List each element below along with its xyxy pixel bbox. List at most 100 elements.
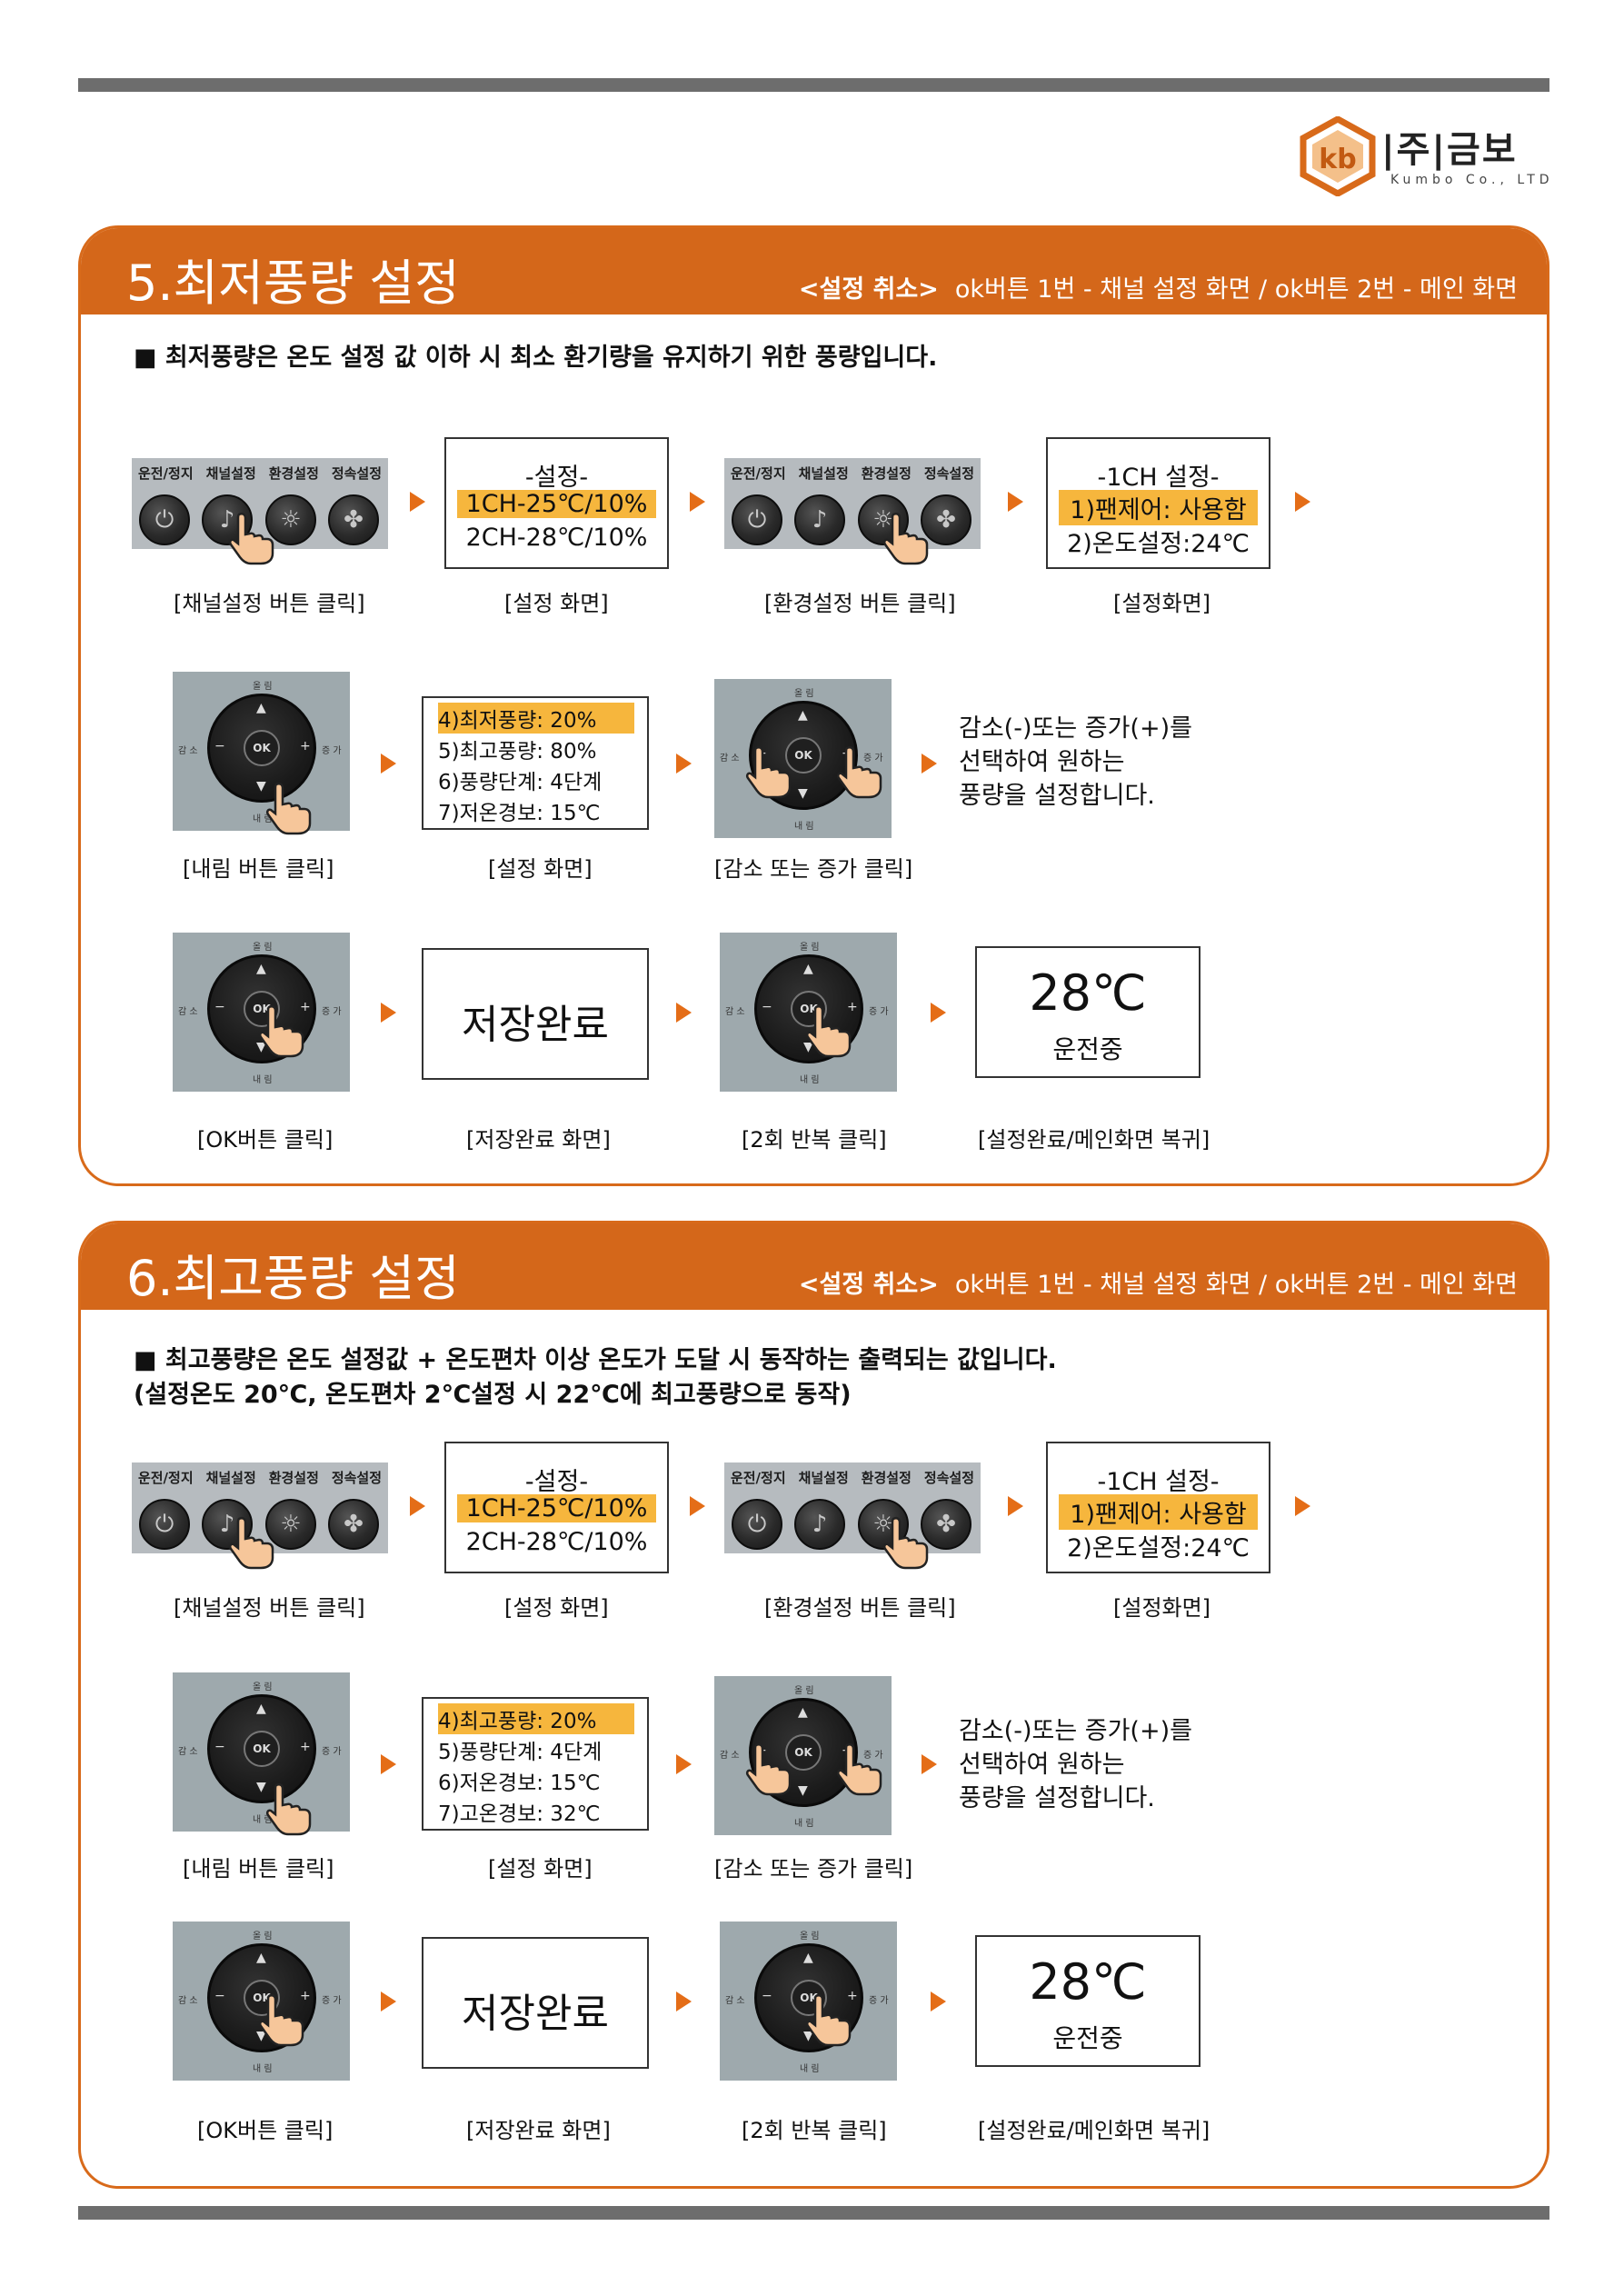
- down-button[interactable]: ▼: [256, 1780, 266, 1794]
- caption: [2회 반복 클릭]: [742, 2118, 887, 2143]
- plus-button[interactable]: +: [300, 1000, 311, 1014]
- note-line-3: 풍량을 설정합니다.: [959, 782, 1155, 810]
- caption: [내림 버튼 클릭]: [183, 1856, 334, 1882]
- down-button[interactable]: ▼: [798, 786, 808, 801]
- down-button[interactable]: ▼: [803, 2029, 813, 2043]
- pointing-hand-icon: [836, 745, 882, 799]
- channel-setting-button[interactable]: ♪: [794, 1499, 845, 1550]
- flow-arrow: [922, 1754, 937, 1774]
- up-button[interactable]: ▲: [798, 708, 808, 723]
- caption: [채널설정 버튼 클릭]: [174, 591, 365, 616]
- pad-label-left: 감 소: [178, 1007, 198, 1017]
- ok-button[interactable]: OK: [785, 1734, 822, 1771]
- pad-label-up: 올 림: [253, 682, 273, 692]
- down-button[interactable]: ▼: [803, 1040, 813, 1054]
- ok-button[interactable]: OK: [785, 737, 822, 774]
- direction-pad: OK ▲ ▼ − + 올 림 내 림 감 소 증 가: [173, 1922, 350, 2081]
- channel-icon: ♪: [219, 506, 235, 534]
- ok-button[interactable]: OK: [244, 1731, 280, 1767]
- caption: [감소 또는 증가 클릭]: [714, 856, 913, 882]
- section-title: 5.최저풍량 설정: [126, 255, 460, 312]
- screen-line-temp: 2)온도설정:24℃: [1067, 530, 1250, 558]
- pad-label-left: 감 소: [725, 1996, 745, 2006]
- kb-logo-icon: kb: [1300, 116, 1376, 196]
- power-button[interactable]: ⏻: [732, 1499, 782, 1550]
- power-button[interactable]: ⏻: [139, 494, 190, 545]
- plus-button[interactable]: +: [847, 1989, 858, 2003]
- save-complete-screen: 저장완료: [422, 948, 649, 1080]
- down-button[interactable]: ▼: [256, 1040, 266, 1054]
- plus-button[interactable]: +: [300, 1740, 311, 1754]
- down-button[interactable]: ▼: [256, 779, 266, 794]
- pointing-hand-icon: [258, 1993, 304, 2047]
- power-button[interactable]: ⏻: [139, 1499, 190, 1550]
- airflow-list-screen: 4)최고풍량: 20% 5)풍량단계: 4단계 6)저온경보: 15℃ 7)고온…: [422, 1697, 649, 1831]
- pad-label-up: 올 림: [794, 1686, 814, 1696]
- minus-button[interactable]: −: [214, 739, 225, 754]
- flow-arrow: [381, 1003, 396, 1023]
- environment-setting-button[interactable]: ☼: [265, 1499, 316, 1550]
- pad-label-up: 올 림: [794, 689, 814, 699]
- power-button[interactable]: ⏻: [732, 494, 782, 545]
- pad-label-up: 올 림: [800, 943, 820, 953]
- flow-arrow: [1295, 492, 1310, 512]
- panel-label-power: 운전/정지: [137, 465, 194, 482]
- up-button[interactable]: ▲: [256, 701, 266, 715]
- up-button[interactable]: ▲: [798, 1705, 808, 1720]
- channel-setting-button[interactable]: ♪: [794, 494, 845, 545]
- list-line-4: 7)고온경보: 32℃: [438, 1802, 601, 1826]
- main-status: 운전중: [1052, 1034, 1123, 1064]
- minus-button[interactable]: −: [762, 1000, 772, 1014]
- list-line-3: 6)풍량단계: 4단계: [438, 771, 603, 794]
- bottom-divider-bar: [78, 2206, 1549, 2220]
- cancel-label: <설정 취소>: [798, 275, 939, 304]
- section-max-airflow: 6.최고풍량 설정 <설정 취소>ok버튼 1번 - 채널 설정 화면 / ok…: [78, 1221, 1549, 2189]
- plus-button[interactable]: +: [847, 1000, 858, 1014]
- pad-label-left: 감 소: [725, 1007, 745, 1017]
- pad-label-up: 올 림: [253, 943, 273, 953]
- plus-button[interactable]: +: [300, 739, 311, 754]
- ok-button[interactable]: OK: [244, 730, 280, 766]
- svg-text:kb: kb: [1319, 144, 1356, 175]
- minus-button[interactable]: −: [214, 1740, 225, 1754]
- up-button[interactable]: ▲: [256, 1702, 266, 1716]
- down-button[interactable]: ▼: [798, 1783, 808, 1798]
- panel-label-env: 환경설정: [268, 465, 319, 482]
- up-button[interactable]: ▲: [803, 1951, 813, 1965]
- up-button[interactable]: ▲: [256, 1951, 266, 1965]
- up-button[interactable]: ▲: [256, 962, 266, 976]
- setting-screen: -설정- 1CH-25℃/10% 2CH-28℃/10%: [444, 1442, 669, 1573]
- caption: [채널설정 버튼 클릭]: [174, 1595, 365, 1621]
- pad-label-right: 증 가: [322, 1996, 342, 2006]
- direction-pad: OK ▲ ▼ − + 올 림 내 림 감 소 증 가: [173, 1672, 350, 1836]
- list-line-2: 5)풍량단계: 4단계: [438, 1741, 603, 1764]
- pointing-hand-icon: [265, 1782, 312, 1836]
- power-icon: ⏻: [154, 1511, 174, 1538]
- channel-icon: ♪: [812, 506, 828, 534]
- speed-setting-button[interactable]: ✤: [921, 1499, 971, 1550]
- plus-button[interactable]: +: [300, 1989, 311, 2003]
- flow-arrow: [1295, 1496, 1310, 1516]
- caption: [저장완료 화면]: [466, 2118, 611, 2143]
- panel-label-channel: 채널설정: [798, 465, 849, 482]
- minus-button[interactable]: −: [214, 1989, 225, 2003]
- minus-button[interactable]: −: [214, 1000, 225, 1014]
- minus-button[interactable]: −: [762, 1989, 772, 2003]
- speed-setting-button[interactable]: ✤: [328, 494, 379, 545]
- up-button[interactable]: ▲: [803, 962, 813, 976]
- speed-setting-button[interactable]: ✤: [328, 1499, 379, 1550]
- note-line-1: 감소(-)또는 증가(+)를: [959, 714, 1192, 743]
- environment-setting-button[interactable]: ☼: [265, 494, 316, 545]
- environment-setting-button[interactable]: ☼: [858, 1499, 909, 1550]
- flow-arrow: [1008, 1496, 1023, 1516]
- pad-label-down: 내 림: [794, 1819, 814, 1829]
- caption: [설정 화면]: [504, 1595, 609, 1621]
- pad-label-left: 감 소: [178, 746, 198, 756]
- speed-setting-button[interactable]: ✤: [921, 494, 971, 545]
- down-button[interactable]: ▼: [256, 2029, 266, 2043]
- pad-label-right: 증 가: [869, 1007, 889, 1017]
- cancel-text: ok버튼 1번 - 채널 설정 화면 / ok버튼 2번 - 메인 화면: [954, 275, 1518, 304]
